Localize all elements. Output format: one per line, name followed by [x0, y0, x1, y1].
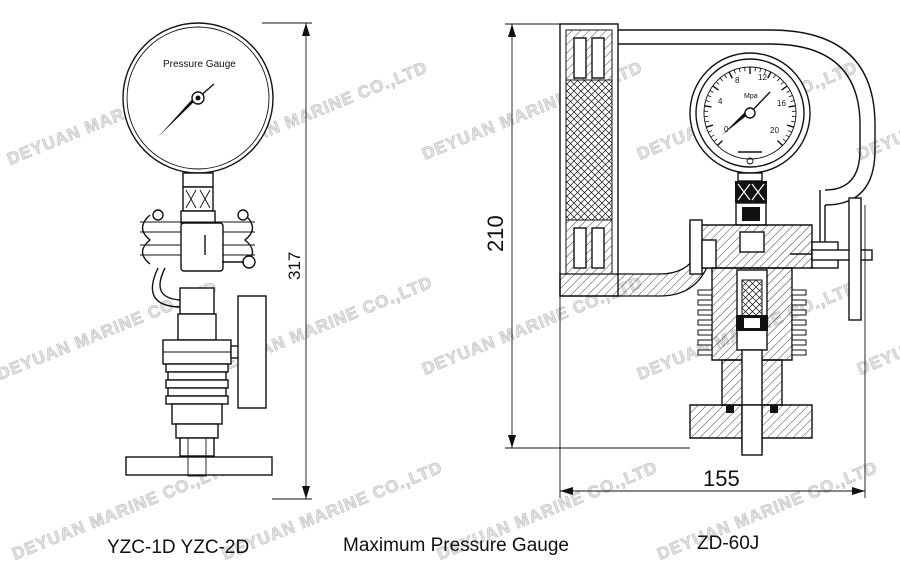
gauge-tick — [728, 71, 733, 79]
gauge-tick — [767, 71, 772, 79]
cooling-fin — [697, 299, 713, 306]
left-gauge-drawing: Pressure Gauge — [122, 22, 312, 500]
gauge-tick — [777, 140, 784, 147]
gauge-tick — [787, 130, 792, 133]
scale-label-0: 0 — [724, 125, 729, 134]
cooling-fin — [697, 339, 713, 346]
gauge-tick — [706, 124, 714, 128]
cooling-fin — [791, 339, 807, 346]
gauge-tick — [759, 68, 762, 73]
caption-right-model: ZD-60J — [697, 533, 760, 554]
cooling-fin — [791, 309, 807, 316]
gauge-tick — [786, 124, 794, 128]
right-gauge-ticks — [704, 67, 796, 147]
left-gauge-dial-label: Pressure Gauge — [163, 59, 236, 70]
gauge-tick — [785, 134, 790, 138]
gauge-tick — [782, 138, 787, 142]
gauge-tick — [707, 95, 712, 98]
svg-text:DEYUAN MARINE CO.,LTD: DEYUAN MARINE CO.,LTD — [654, 458, 880, 564]
right-gauge-cooling-fins — [697, 289, 807, 356]
gauge-tick — [790, 100, 795, 102]
left-gauge-needle — [158, 83, 215, 137]
right-width-label: 155 — [703, 466, 740, 491]
gauge-tick — [724, 74, 727, 79]
cooling-fin — [791, 299, 807, 306]
gauge-tick — [786, 90, 791, 93]
gauge-tick — [704, 105, 712, 108]
caption-left-models: YZC-1D YZC-2D — [107, 537, 250, 558]
scale-label-16: 16 — [777, 99, 786, 108]
right-height-label: 210 — [483, 215, 508, 252]
cooling-fin — [697, 309, 713, 316]
cooling-fin — [697, 349, 713, 356]
gauge-tick — [788, 105, 796, 108]
cooling-fin — [697, 319, 713, 326]
gauge-tick — [773, 74, 776, 79]
cooling-fin — [697, 289, 713, 296]
gauge-tick — [710, 134, 715, 138]
gauge-tick — [715, 81, 720, 85]
right-dimension-210: 210 — [483, 23, 690, 449]
cooling-fin — [791, 349, 807, 356]
gauge-tick — [705, 100, 710, 102]
gauge-tick — [713, 138, 718, 142]
gauge-tick — [776, 77, 781, 82]
right-gauge-scale-labels: 0 4 8 12 16 20 — [718, 73, 786, 135]
gauge-tick — [780, 81, 785, 85]
scale-label-8: 8 — [735, 76, 740, 85]
gauge-tick — [708, 130, 713, 133]
gauge-tick — [781, 85, 788, 91]
cooling-fin — [697, 329, 713, 336]
cooling-fin — [791, 329, 807, 336]
scale-label-12: 12 — [758, 73, 767, 82]
svg-text:DEYUAN MARINE CO.,LTD: DEYUAN MARINE CO.,LTD — [854, 58, 900, 164]
left-dimension-317: 317 — [262, 22, 312, 500]
caption-middle-title: Maximum Pressure Gauge — [343, 535, 569, 556]
scale-label-4: 4 — [718, 97, 723, 106]
right-gauge-needle — [722, 91, 771, 135]
gauge-tick — [764, 69, 767, 74]
gauge-tick — [791, 120, 796, 123]
cooling-fin — [791, 319, 807, 326]
cooling-fin — [791, 289, 807, 296]
right-dimension-155: 155 — [559, 205, 866, 498]
scale-label-20: 20 — [770, 126, 779, 135]
gauge-tick — [719, 77, 724, 82]
gauge-tick — [733, 69, 736, 74]
gauge-tick — [704, 120, 709, 123]
left-height-label: 317 — [285, 252, 304, 280]
gauge-tick — [709, 90, 714, 93]
right-gauge-drawing: 0 4 8 12 16 20 Mpa — [483, 23, 876, 498]
gauge-tick — [738, 68, 741, 73]
right-gauge-unit: Mpa — [744, 93, 758, 100]
gauge-tick — [712, 85, 719, 91]
gauge-tick — [788, 95, 793, 98]
gauge-tick — [716, 140, 723, 147]
